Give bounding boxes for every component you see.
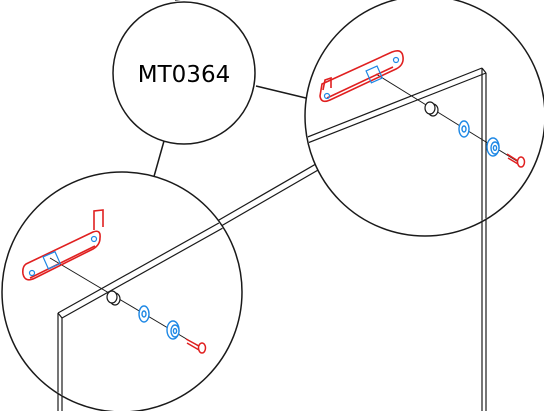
leader-lines [152,0,311,181]
part-number-callout: MT0364 [112,1,256,145]
washer-icon [458,120,470,138]
grommet-icon [486,137,500,157]
screw-icon [506,153,526,168]
bracket-icon [319,50,404,103]
screw-icon [185,338,207,354]
washer-icon [138,305,150,323]
grommet-icon [166,320,180,340]
spacer-icon [106,290,121,306]
bracket-icon [22,209,104,281]
detail-circle-right [304,0,544,237]
detail-circle-left [1,171,243,411]
spacer-icon [424,101,439,117]
fastener-axis [49,257,206,351]
part-number-label: MT0364 [138,62,230,88]
